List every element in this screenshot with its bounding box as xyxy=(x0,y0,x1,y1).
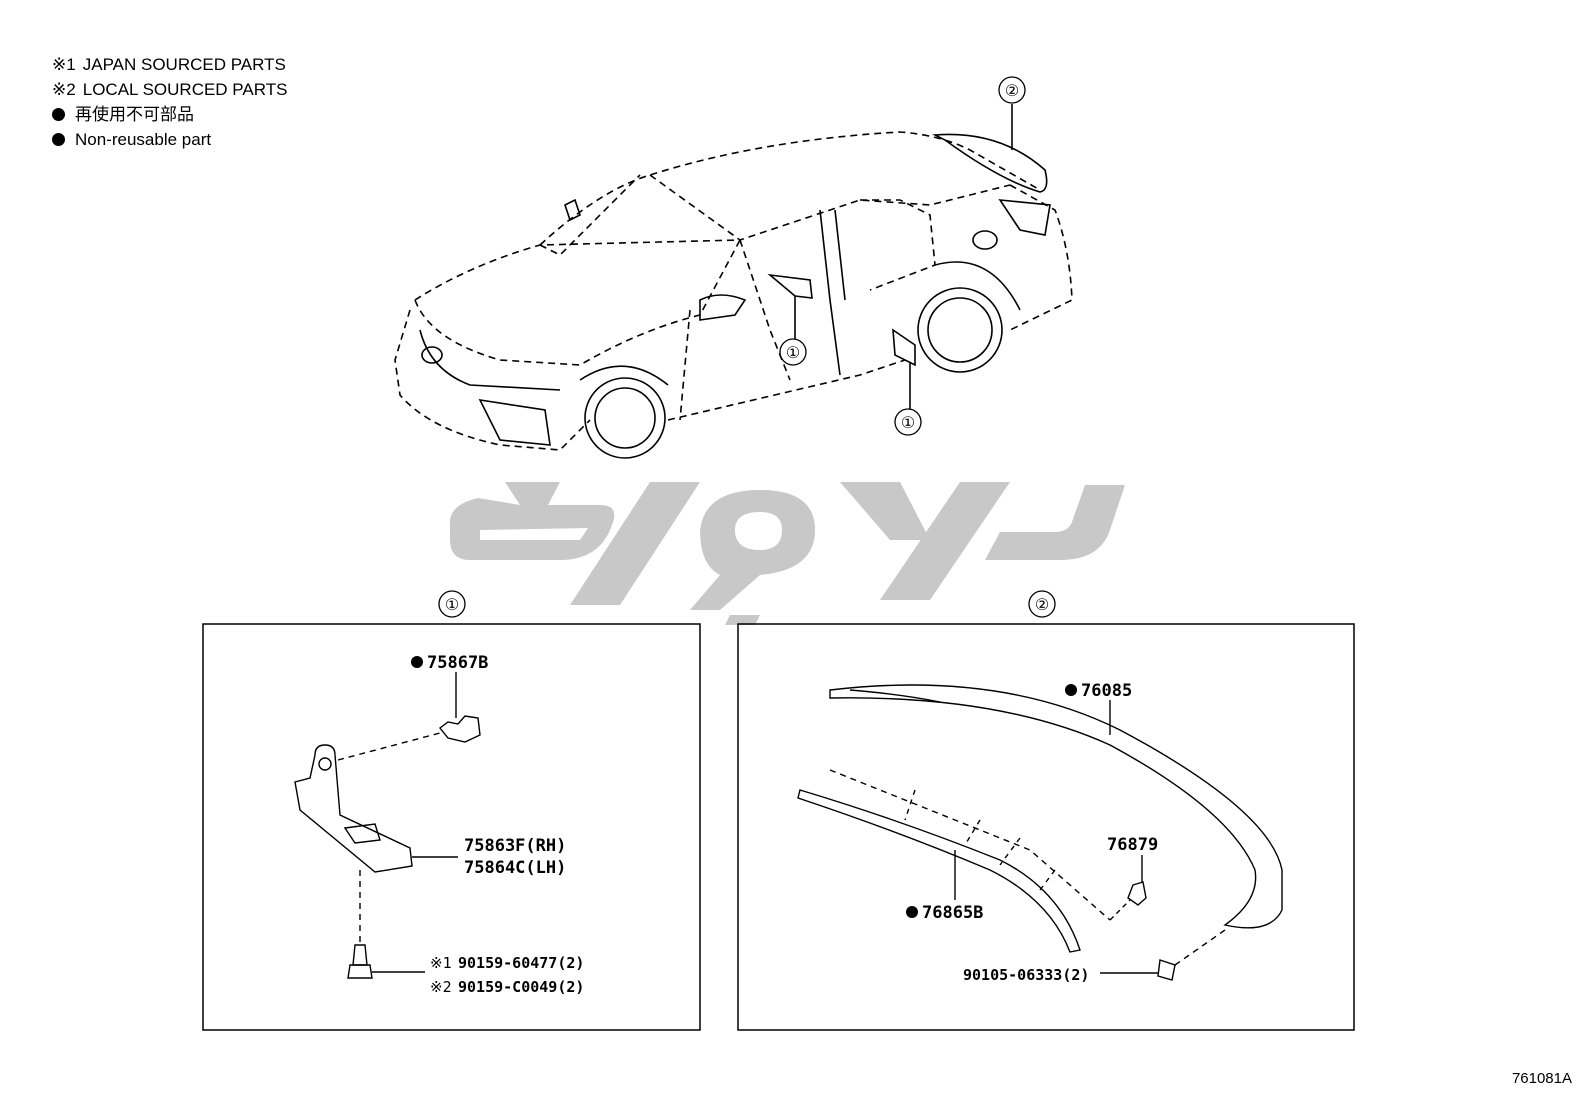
nonreusable-dot-icon xyxy=(52,108,65,121)
part-76879: 76879 xyxy=(1107,835,1158,855)
part-75863f-rh: 75863F(RH) xyxy=(464,836,566,856)
legend-note-1: ※1 JAPAN SOURCED PARTS xyxy=(52,52,287,77)
nonreusable-dot-icon xyxy=(52,133,65,146)
clip-76879-shape xyxy=(1127,881,1147,906)
panel-1-drawing xyxy=(294,672,481,979)
nonreusable-en-text: Non-reusable part xyxy=(75,130,212,149)
note-1-symbol: ※1 xyxy=(52,55,76,74)
part-76865b: 76865B xyxy=(922,903,983,923)
figure-number: 761081A xyxy=(1511,1070,1572,1087)
panel-2-drawing xyxy=(797,684,1283,981)
bracket-shape xyxy=(294,744,413,873)
screw-shape xyxy=(352,944,368,966)
overview-callouts: ① ① ② xyxy=(779,76,1026,436)
screw-90105-shape xyxy=(1157,959,1176,981)
part-75864c-lh: 75864C(LH) xyxy=(464,858,566,878)
note-2-text: LOCAL SOURCED PARTS xyxy=(82,80,288,99)
panel-1-title: ① xyxy=(445,595,459,614)
car-overview xyxy=(394,104,1073,459)
spoiler-76085-shape xyxy=(829,684,1283,929)
part-90159-c0049: 90159-C0049(2) xyxy=(458,978,584,996)
legend-nonreusable-jp: 再使用不可部品 xyxy=(52,102,287,127)
legend-nonreusable-en: Non-reusable part xyxy=(52,127,287,152)
screw-local-mark: ※2 xyxy=(430,978,452,996)
callout-2-top: ② xyxy=(1005,81,1019,100)
part-90159-60477: 90159-60477(2) xyxy=(458,954,584,972)
tape-76865b-shape xyxy=(797,789,1081,953)
part-76085: 76085 xyxy=(1081,681,1132,701)
panel-1-frame xyxy=(202,623,701,1031)
panel-1: ① 75867B 75863F(RH) 75864C(LH) ※1 90159-… xyxy=(202,590,701,1031)
panel-2: ② 76085 76865B 76879 90105-06333(2) xyxy=(737,590,1355,1031)
nonreusable-dot-icon xyxy=(1065,684,1077,696)
clip-75867b-shape xyxy=(439,715,481,743)
callout-1-right: ① xyxy=(901,413,915,432)
panel-2-frame xyxy=(737,623,1355,1031)
part-75867b: 75867B xyxy=(427,653,488,673)
part-90105-06333: 90105-06333(2) xyxy=(963,966,1089,984)
callout-1-left: ① xyxy=(786,343,800,362)
watermark-logo xyxy=(449,482,1125,625)
legend: ※1 JAPAN SOURCED PARTS ※2 LOCAL SOURCED … xyxy=(52,52,287,152)
nonreusable-dot-icon xyxy=(411,656,423,668)
nonreusable-dot-icon xyxy=(906,906,918,918)
legend-note-2: ※2 LOCAL SOURCED PARTS xyxy=(52,77,287,102)
screw-jp-mark: ※1 xyxy=(430,954,452,972)
note-1-text: JAPAN SOURCED PARTS xyxy=(82,55,286,74)
nonreusable-jp-text: 再使用不可部品 xyxy=(75,105,194,124)
panel-2-title: ② xyxy=(1035,595,1049,614)
note-2-symbol: ※2 xyxy=(52,80,76,99)
